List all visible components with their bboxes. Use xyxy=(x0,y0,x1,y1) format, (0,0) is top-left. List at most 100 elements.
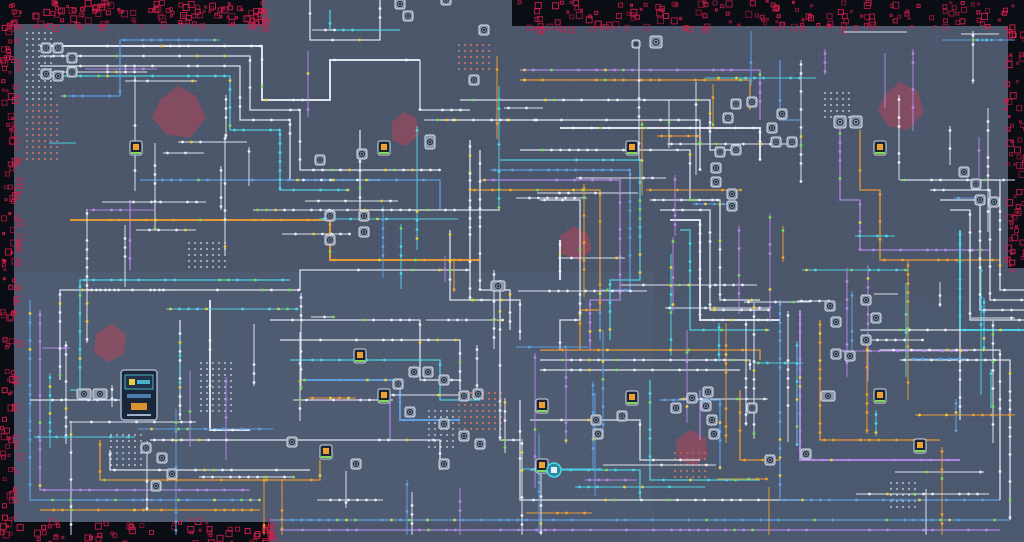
conveyor-belt[interactable] xyxy=(779,60,800,121)
conveyor-belt[interactable] xyxy=(70,279,290,391)
turret-icon[interactable] xyxy=(129,140,143,156)
gear-machine-icon[interactable] xyxy=(92,388,108,400)
conveyor-belt[interactable] xyxy=(950,209,1024,321)
gear-machine-icon[interactable] xyxy=(708,428,720,440)
turret-icon[interactable] xyxy=(319,444,333,460)
gear-machine-icon[interactable] xyxy=(490,280,506,292)
gear-machine-icon[interactable] xyxy=(710,176,722,188)
gear-machine-icon[interactable] xyxy=(66,52,78,64)
turret-icon[interactable] xyxy=(873,388,887,404)
gear-machine-icon[interactable] xyxy=(314,154,326,166)
conveyor-belt[interactable] xyxy=(530,419,700,461)
drone-icon[interactable] xyxy=(546,462,562,478)
gear-machine-icon[interactable] xyxy=(726,200,738,212)
gear-machine-icon[interactable] xyxy=(764,454,776,466)
conveyor-belt[interactable] xyxy=(59,269,470,380)
gear-machine-icon[interactable] xyxy=(458,390,470,402)
gear-machine-icon[interactable] xyxy=(422,366,434,378)
gear-machine-icon[interactable] xyxy=(356,148,368,160)
gear-machine-icon[interactable] xyxy=(970,178,982,190)
gear-machine-icon[interactable] xyxy=(710,162,722,174)
gear-machine-icon[interactable] xyxy=(746,96,758,108)
conveyor-belt[interactable] xyxy=(530,469,641,500)
gear-machine-icon[interactable] xyxy=(830,348,842,360)
gear-machine-icon[interactable] xyxy=(438,418,450,430)
gear-machine-icon[interactable] xyxy=(820,390,836,402)
conveyor-belt[interactable] xyxy=(29,300,260,501)
gear-machine-icon[interactable] xyxy=(66,66,78,78)
conveyor-belt[interactable] xyxy=(520,69,761,120)
gear-machine-icon[interactable] xyxy=(350,458,362,470)
gear-machine-icon[interactable] xyxy=(722,112,734,124)
conveyor-belt[interactable] xyxy=(660,399,721,470)
machine-layer[interactable] xyxy=(40,0,1000,492)
conveyor-belt[interactable] xyxy=(209,300,250,431)
gear-machine-icon[interactable] xyxy=(824,300,836,312)
gear-machine-icon[interactable] xyxy=(714,146,726,158)
conveyor-belt[interactable] xyxy=(560,127,761,160)
gear-machine-icon[interactable] xyxy=(424,134,436,150)
gear-machine-icon[interactable] xyxy=(286,436,298,448)
gear-machine-icon[interactable] xyxy=(686,392,698,404)
conveyor-belt[interactable] xyxy=(860,329,961,420)
gear-machine-icon[interactable] xyxy=(730,98,742,110)
gear-machine-icon[interactable] xyxy=(830,316,842,328)
gear-machine-icon[interactable] xyxy=(394,0,406,10)
gear-machine-icon[interactable] xyxy=(408,366,420,378)
conveyor-belt[interactable] xyxy=(900,179,1024,291)
gear-machine-icon[interactable] xyxy=(800,448,812,460)
gear-machine-icon[interactable] xyxy=(474,438,486,450)
gear-machine-icon[interactable] xyxy=(156,452,168,464)
conveyor-belt[interactable] xyxy=(519,400,800,501)
gear-machine-icon[interactable] xyxy=(726,188,738,200)
turret-icon[interactable] xyxy=(535,398,549,414)
gear-machine-icon[interactable] xyxy=(324,234,336,246)
gear-machine-icon[interactable] xyxy=(870,312,882,324)
gear-machine-icon[interactable] xyxy=(670,402,682,414)
core-terminal[interactable] xyxy=(120,369,158,421)
turret-icon[interactable] xyxy=(873,140,887,156)
turret-icon[interactable] xyxy=(535,458,549,474)
gear-machine-icon[interactable] xyxy=(631,39,641,49)
conveyor-belt[interactable] xyxy=(280,339,461,390)
gear-machine-icon[interactable] xyxy=(776,108,788,120)
gear-machine-icon[interactable] xyxy=(440,0,452,6)
gear-machine-icon[interactable] xyxy=(786,136,798,148)
gear-machine-icon[interactable] xyxy=(150,480,162,492)
gear-machine-icon[interactable] xyxy=(358,226,370,238)
conveyor-belt[interactable] xyxy=(309,0,381,41)
conveyor-belt[interactable] xyxy=(880,349,1001,500)
gear-machine-icon[interactable] xyxy=(76,388,92,400)
gear-machine-icon[interactable] xyxy=(468,74,480,86)
conveyor-belt[interactable] xyxy=(540,199,581,350)
gear-machine-icon[interactable] xyxy=(40,42,52,54)
gear-machine-icon[interactable] xyxy=(166,468,178,480)
conveyor-belt[interactable] xyxy=(540,359,751,370)
conveyor-belt[interactable] xyxy=(900,359,1011,520)
gear-machine-icon[interactable] xyxy=(746,402,758,414)
conveyor-belt[interactable] xyxy=(99,440,321,481)
conveyor-belt[interactable] xyxy=(930,189,1024,301)
gear-machine-icon[interactable] xyxy=(472,388,484,400)
gear-machine-icon[interactable] xyxy=(988,196,1000,208)
gear-machine-icon[interactable] xyxy=(849,115,863,129)
turret-icon[interactable] xyxy=(913,438,927,454)
gear-machine-icon[interactable] xyxy=(404,406,416,418)
gear-machine-icon[interactable] xyxy=(458,430,470,442)
conveyor-belt[interactable] xyxy=(649,380,760,481)
gear-machine-icon[interactable] xyxy=(700,400,712,412)
conveyor-belt[interactable] xyxy=(60,39,220,97)
gear-machine-icon[interactable] xyxy=(358,210,370,222)
gear-machine-icon[interactable] xyxy=(324,210,336,222)
turret-icon[interactable] xyxy=(377,140,391,156)
gear-machine-icon[interactable] xyxy=(438,374,450,386)
gear-machine-icon[interactable] xyxy=(770,136,782,148)
gear-machine-icon[interactable] xyxy=(52,42,64,54)
gear-machine-icon[interactable] xyxy=(616,410,628,422)
gear-machine-icon[interactable] xyxy=(52,70,64,82)
gear-machine-icon[interactable] xyxy=(730,144,742,156)
turret-icon[interactable] xyxy=(625,140,639,156)
gear-machine-icon[interactable] xyxy=(438,458,450,470)
